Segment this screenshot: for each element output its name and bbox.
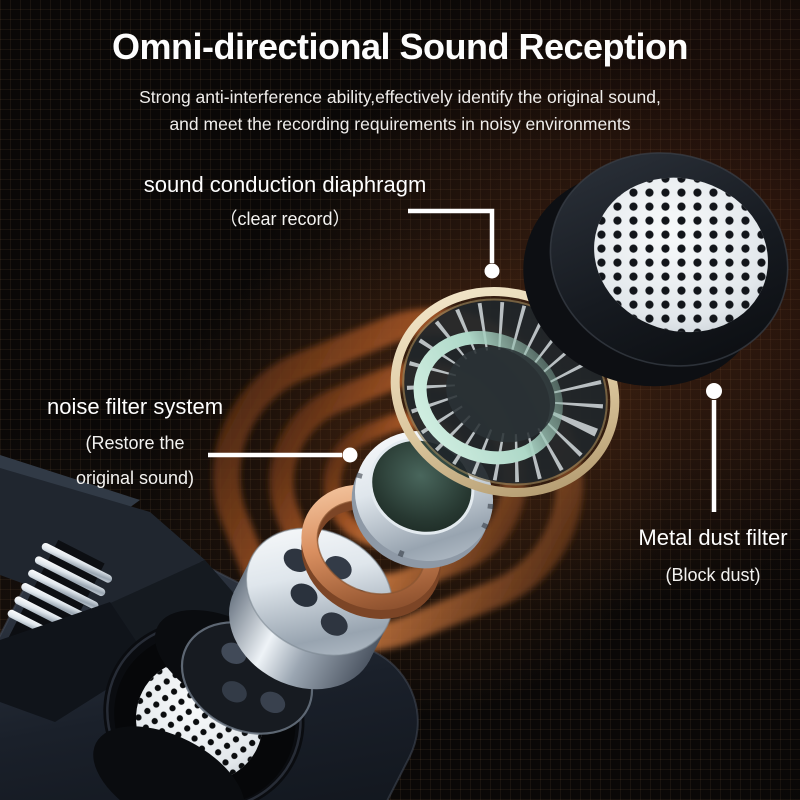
diaphragm-note: （clear record） <box>219 209 351 229</box>
leader-dot-diaphragm <box>484 263 500 279</box>
noise-filter-label: noise filter system <box>46 394 224 419</box>
dust-filter-note: (Block dust) <box>665 565 761 585</box>
page-title: Omni-directional Sound Reception <box>111 26 689 67</box>
noise-filter-note-line-1: (Restore the <box>85 433 185 453</box>
subtitle-line-2: and meet the recording requirements in n… <box>169 114 631 134</box>
diaphragm-label: sound conduction diaphragm <box>143 172 427 197</box>
callout-diaphragm: sound conduction diaphragm （clear record… <box>132 172 438 231</box>
callout-dust-filter: Metal dust filter (Block dust) <box>613 525 800 586</box>
leader-dot-noise-filter <box>342 447 358 463</box>
leader-line-diaphragm <box>408 208 495 263</box>
dust-filter-label: Metal dust filter <box>638 525 788 550</box>
subtitle-line-1: Strong anti-interference ability,effecti… <box>139 87 661 107</box>
leader-dot-dust-filter <box>706 383 722 399</box>
callout-noise-filter: noise filter system (Restore the origina… <box>25 394 245 489</box>
header: Omni-directional Sound Reception Strong … <box>0 26 800 138</box>
noise-filter-note-line-2: original sound) <box>75 468 195 488</box>
dust-filter-cap <box>523 152 789 387</box>
callout-leaders <box>208 208 722 512</box>
clip-shadow <box>0 602 150 722</box>
